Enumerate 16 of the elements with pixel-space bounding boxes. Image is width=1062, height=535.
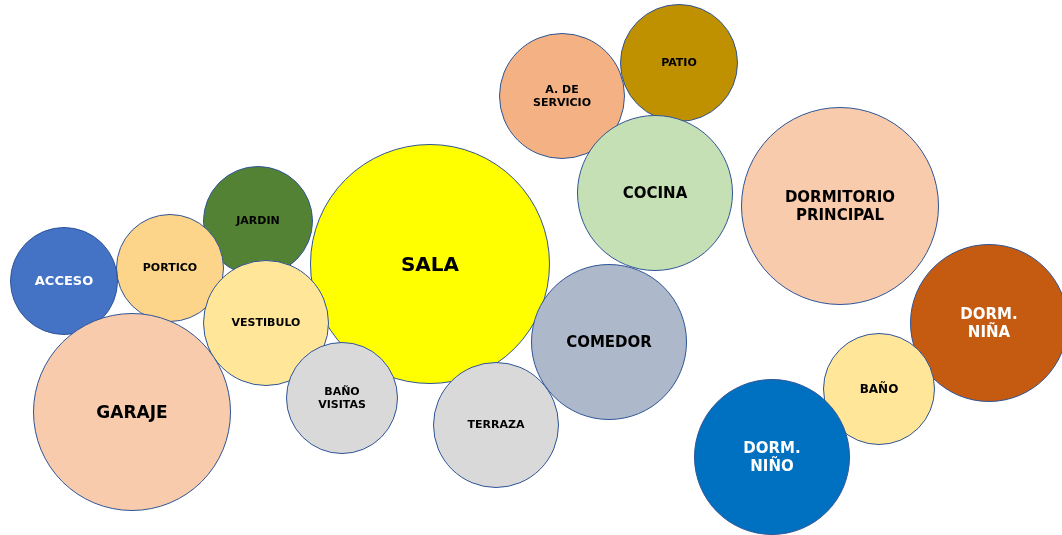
room-label: DORMITORIO PRINCIPAL (783, 188, 897, 224)
room-label: SALA (400, 252, 460, 276)
room-label: VESTIBULO (231, 316, 301, 330)
room-label: TERRAZA (467, 418, 525, 432)
room-label: BAÑO (859, 381, 899, 397)
room-label: A. DE SERVICIO (532, 82, 592, 110)
room-label: PORTICO (142, 261, 198, 275)
room-label: DORM. NIÑO (742, 439, 802, 475)
room-label: GARAJE (96, 401, 168, 423)
room-label: PATIO (661, 56, 697, 70)
room-label: COCINA (622, 184, 688, 202)
room-label: COMEDOR (566, 333, 652, 351)
room-label: BAÑO VISITAS (317, 384, 367, 412)
room-label: ACCESO (34, 273, 94, 289)
room-label: JARDIN (236, 214, 280, 228)
room-label: DORM. NIÑA (959, 305, 1019, 341)
